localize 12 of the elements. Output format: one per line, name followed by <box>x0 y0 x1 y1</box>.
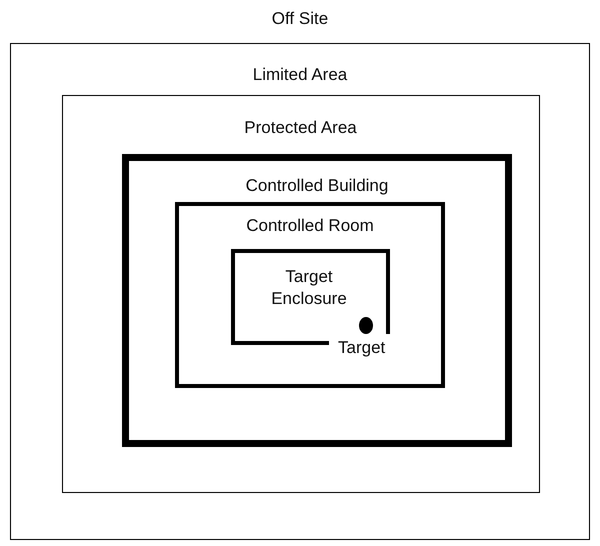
area-label: Controlled Building <box>246 175 388 197</box>
area-boundary <box>175 202 445 388</box>
area-boundary <box>62 94 540 492</box>
zone-label: Off Site <box>272 9 328 29</box>
area-boundary <box>10 43 590 540</box>
target-dot <box>359 317 373 334</box>
area-boundary <box>122 154 512 447</box>
area-label: Limited Area <box>252 64 348 86</box>
target-label: Target <box>338 337 386 359</box>
area-label: Controlled Room <box>246 215 374 237</box>
area-label: Protected Area <box>244 116 357 138</box>
area-label: Target Enclosure <box>270 266 348 310</box>
